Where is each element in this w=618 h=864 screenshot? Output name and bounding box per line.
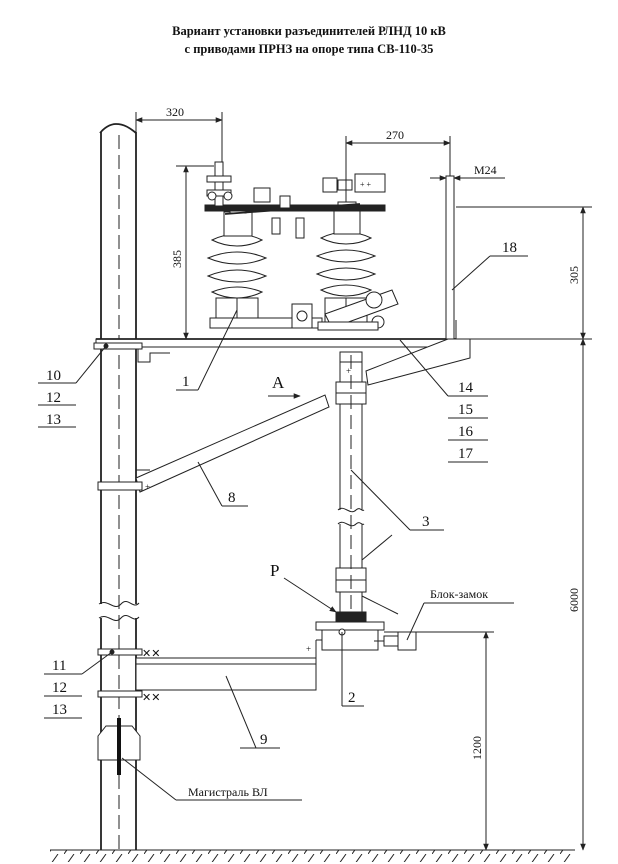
view-label-p: Р	[270, 561, 279, 580]
drive-shaft: +	[335, 351, 399, 640]
callout-16: 16	[458, 424, 474, 440]
svg-text:+: +	[145, 482, 150, 492]
view-label-a: А	[272, 373, 285, 392]
strut-8: +	[97, 394, 330, 493]
callout-14: 14	[458, 380, 474, 396]
callout-12-top: 12	[46, 390, 61, 406]
callout-2: 2	[348, 690, 356, 706]
title-line-1: Вариант установки разъединителей РЛНД 10…	[172, 24, 446, 38]
dim-1200: 1200	[470, 736, 484, 760]
title-line-2: с приводами ПРНЗ на опоре типа СВ-110-35	[184, 42, 434, 56]
note-main-line: Магистраль ВЛ	[188, 785, 268, 799]
callout-15: 15	[458, 402, 473, 418]
dim-385: 385	[170, 250, 184, 268]
callout-1: 1	[182, 374, 190, 390]
svg-text:✕✕: ✕✕	[142, 648, 160, 660]
callout-10: 10	[46, 368, 61, 384]
callout-12-bottom: 12	[52, 680, 67, 696]
callout-3: 3	[422, 514, 430, 530]
svg-text:+: +	[346, 366, 351, 376]
drive-mechanism	[209, 289, 399, 331]
switch-contacts: + +	[204, 161, 386, 239]
callout-9: 9	[260, 732, 268, 748]
svg-text:+ +: + +	[360, 180, 372, 189]
right-bracket	[365, 338, 471, 386]
ground	[50, 849, 575, 862]
callout-13-top: 13	[46, 412, 61, 428]
insulator-left	[206, 204, 268, 329]
callout-13-bottom: 13	[52, 702, 67, 718]
main-line-wire	[97, 718, 141, 775]
dimension-lines	[135, 112, 592, 851]
dim-320: 320	[166, 105, 184, 119]
svg-text:✕✕: ✕✕	[142, 692, 160, 704]
callout-11: 11	[52, 658, 66, 674]
note-block-lock: Блок-замок	[430, 587, 488, 601]
dim-m24: М24	[474, 163, 497, 177]
callout-8: 8	[228, 490, 236, 506]
svg-text:+: +	[306, 644, 311, 654]
lower-beam-9: + ✕✕ ✕✕	[97, 639, 322, 704]
callout-18: 18	[502, 240, 517, 256]
leader-lines	[38, 255, 528, 801]
dim-6000: 6000	[567, 588, 581, 612]
dim-305: 305	[567, 266, 581, 284]
drawing-title: Вариант установки разъединителей РЛНД 10…	[0, 22, 618, 58]
callout-17: 17	[458, 446, 474, 462]
dim-270: 270	[386, 128, 404, 142]
lower-drive-block	[315, 611, 417, 651]
vertical-bar-18	[445, 175, 457, 340]
